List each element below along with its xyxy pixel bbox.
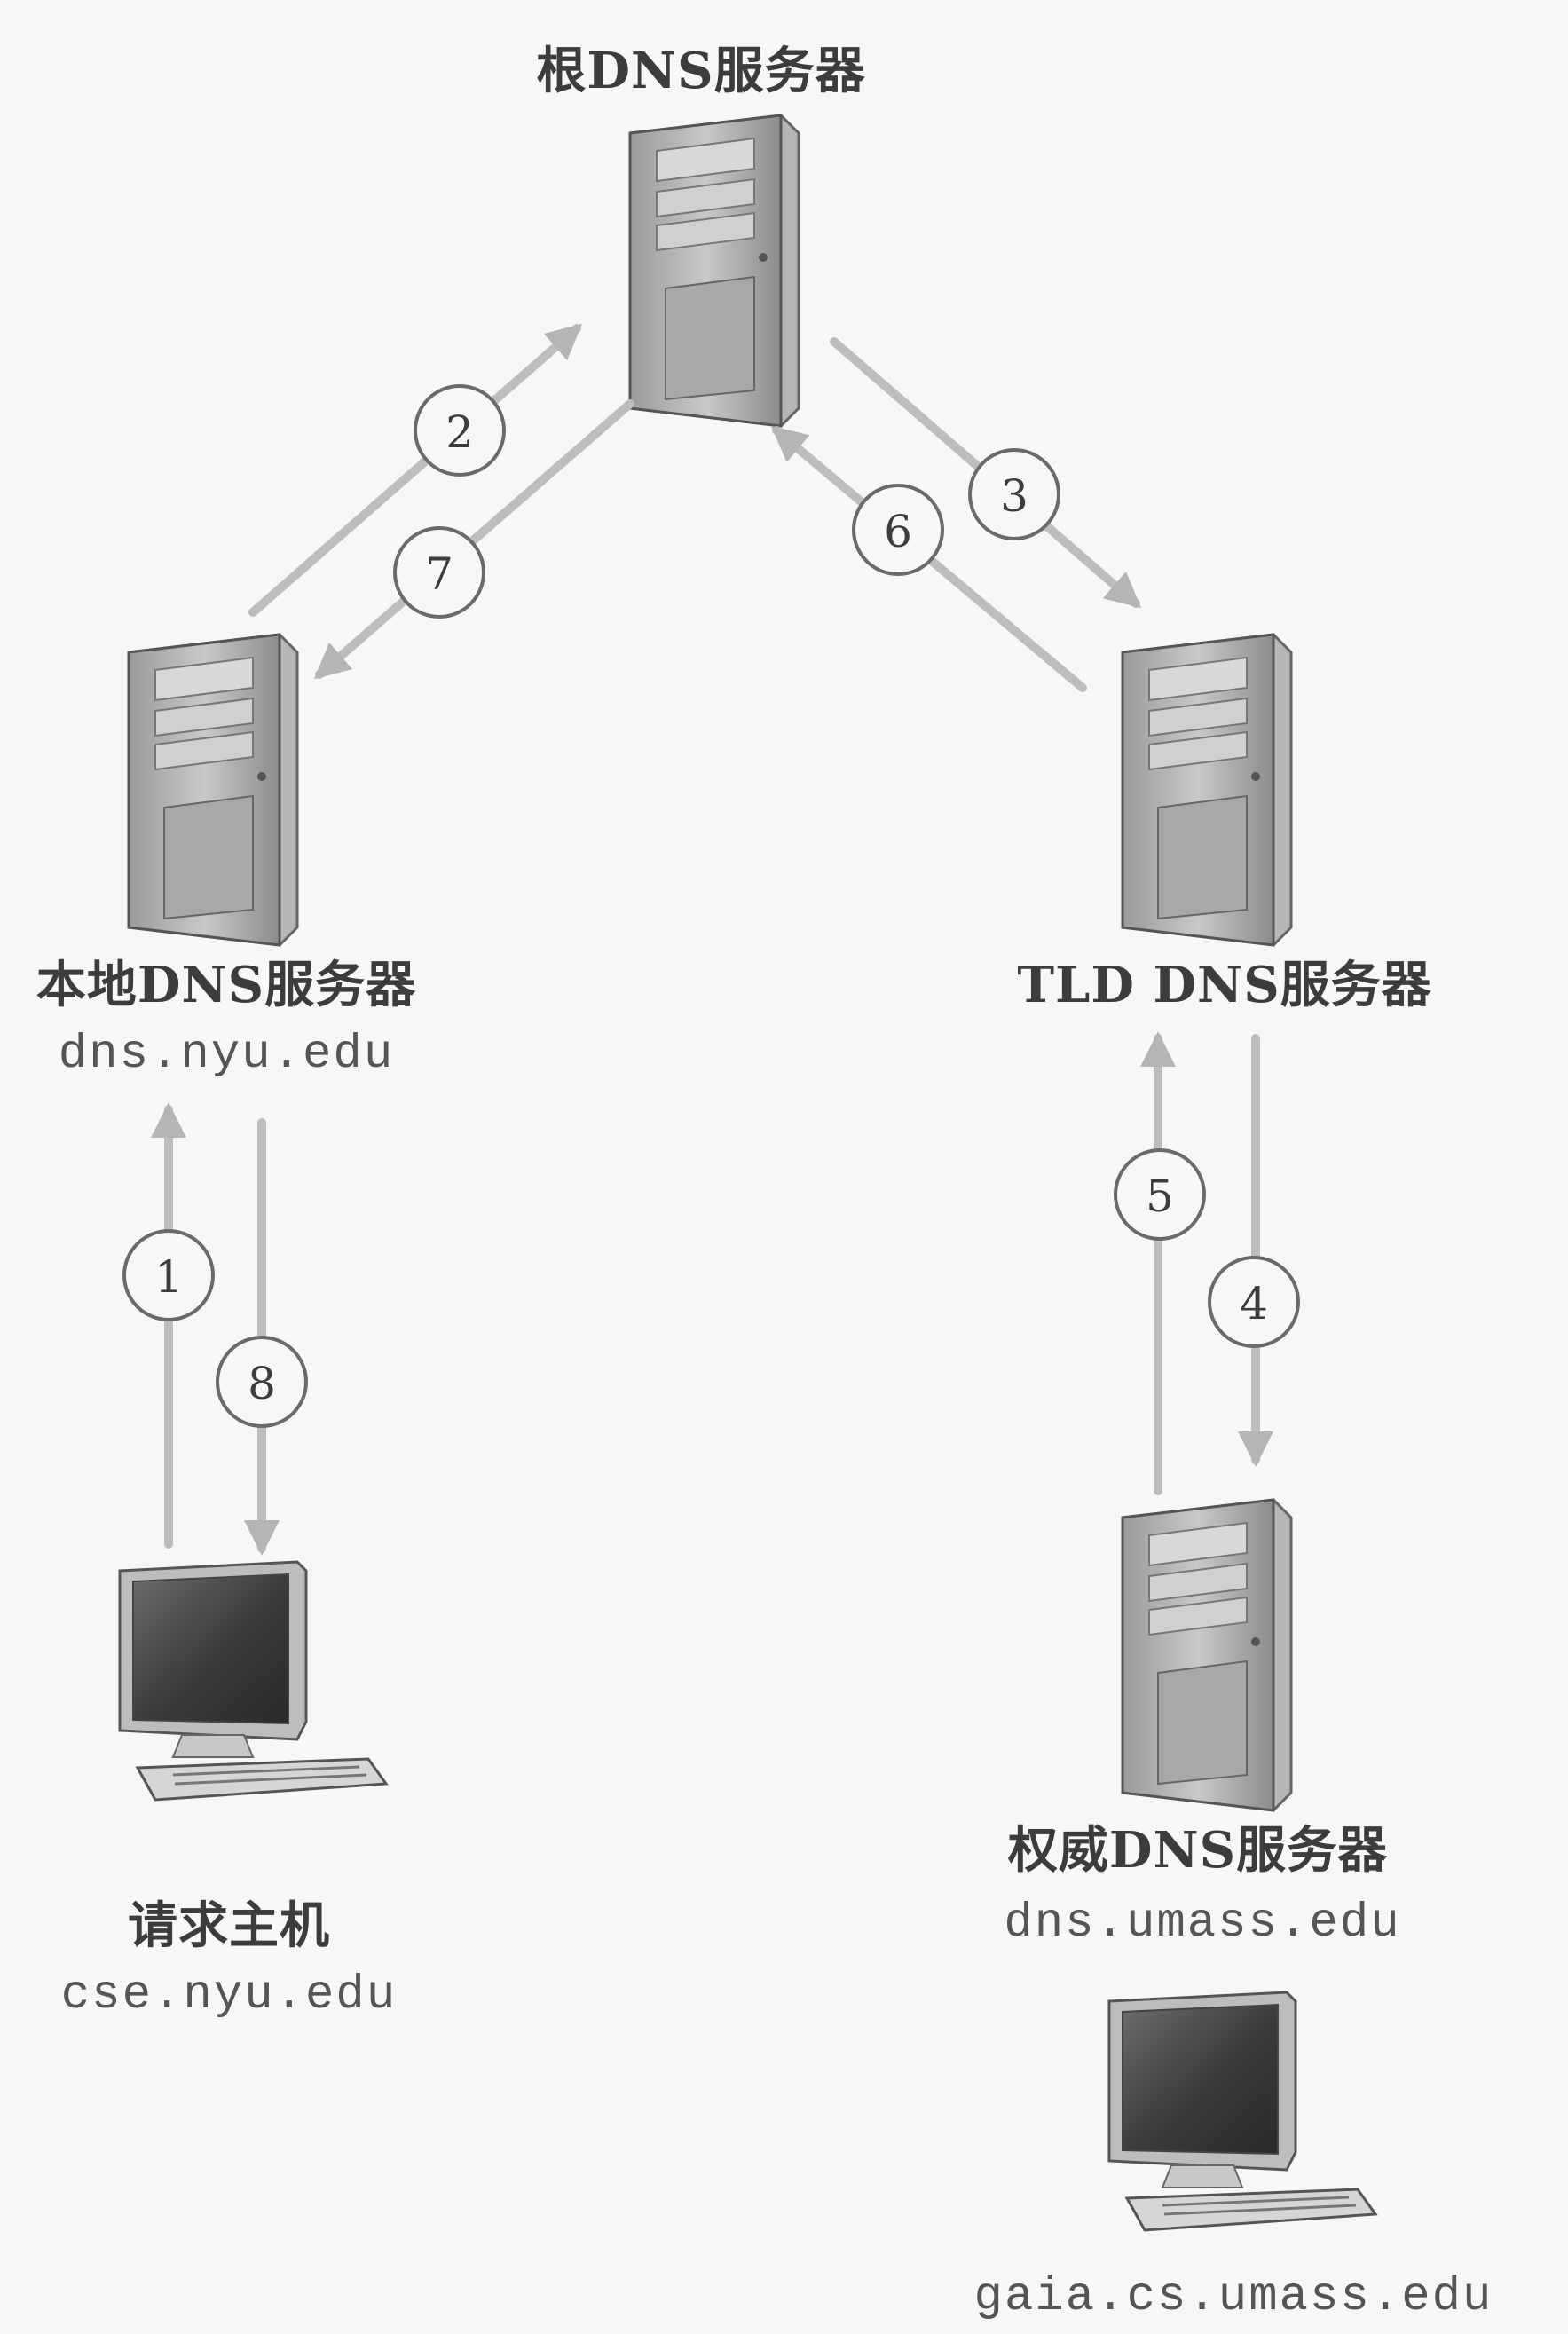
step-circle-1 [122, 1229, 215, 1321]
target-host-hostname: gaia.cs.umass.edu [973, 2270, 1493, 2324]
step-circle-5 [1114, 1148, 1206, 1241]
tld-dns-server-label: TLD DNS服务器 [1017, 956, 1432, 1014]
step-number-8: 8 [248, 1358, 276, 1409]
requesting-host-hostname: cse.nyu.edu [60, 1968, 398, 2023]
step-circle-7 [393, 526, 485, 619]
target-host-computer-icon [1107, 1991, 1377, 2232]
requesting-host-label: 请求主机 [128, 1896, 330, 1955]
arrow-step-2 [248, 323, 583, 617]
step-number-4: 4 [1240, 1278, 1268, 1329]
step-number-2: 2 [445, 406, 474, 458]
root-dns-server-icon [628, 114, 800, 428]
local-dns-server-icon [127, 633, 299, 947]
step-number-6: 6 [884, 506, 912, 557]
step-number-5: 5 [1146, 1171, 1174, 1222]
step-number-3: 3 [1000, 470, 1028, 522]
authoritative-dns-server-label: 权威DNS服务器 [1007, 1821, 1389, 1880]
requesting-host-computer-icon [118, 1560, 388, 1802]
step-circle-4 [1208, 1256, 1300, 1348]
tld-dns-server-icon [1121, 633, 1293, 947]
authoritative-dns-server-hostname: dns.umass.edu [1004, 1896, 1401, 1951]
step-circle-8 [216, 1336, 308, 1428]
local-dns-server-hostname: dns.nyu.edu [58, 1028, 395, 1082]
step-circle-2 [414, 384, 506, 477]
step-circle-6 [852, 484, 944, 576]
root-dns-server-label: 根DNS服务器 [536, 42, 866, 100]
authoritative-dns-server-icon [1121, 1498, 1293, 1812]
step-number-1: 1 [154, 1251, 183, 1303]
arrow-step-7 [313, 399, 634, 680]
step-circle-3 [968, 448, 1060, 540]
step-number-7: 7 [425, 548, 453, 600]
local-dns-server-label: 本地DNS服务器 [35, 956, 417, 1014]
